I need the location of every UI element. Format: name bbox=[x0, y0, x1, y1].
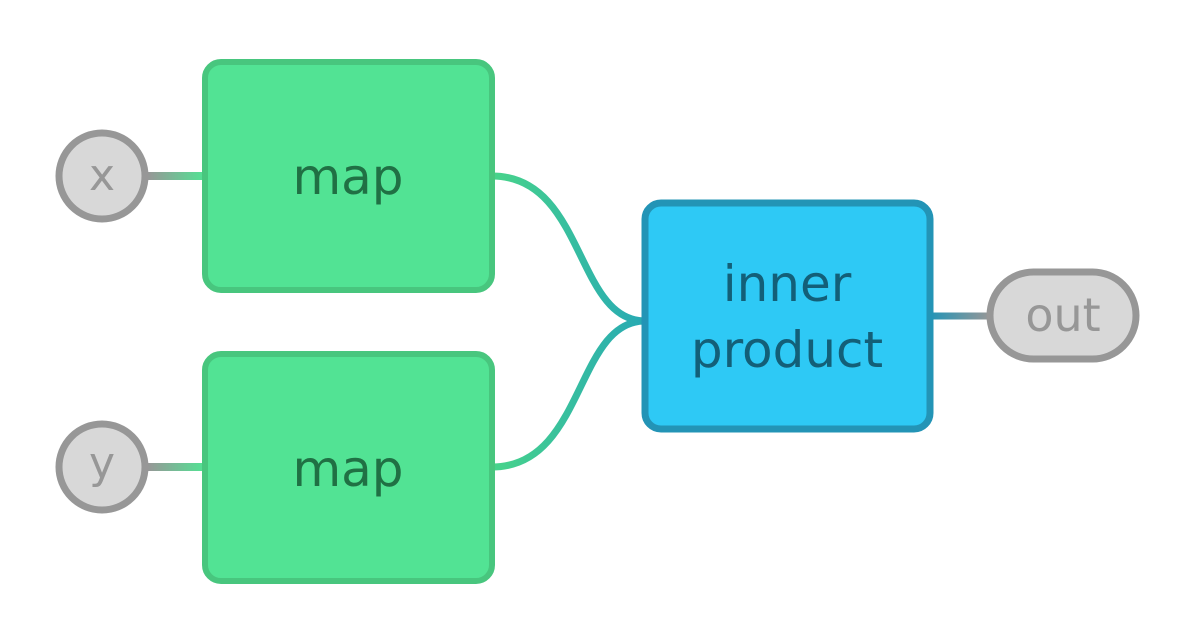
output-label: out bbox=[1025, 288, 1100, 342]
map-bottom-label: map bbox=[292, 440, 403, 498]
output-node-out: out bbox=[986, 268, 1140, 363]
edge-map-bottom-to-product bbox=[491, 317, 646, 471]
input-y-label: y bbox=[89, 438, 115, 489]
map-top-label: map bbox=[292, 148, 403, 206]
input-x-label: x bbox=[89, 150, 115, 201]
inner-product-label-line1: inner bbox=[723, 255, 852, 313]
inner-product-node: inner product bbox=[641, 199, 934, 433]
edge-map-top-to-product bbox=[491, 172, 646, 325]
connectors bbox=[148, 172, 990, 471]
input-node-x: x bbox=[55, 129, 149, 223]
inner-product-label-line2: product bbox=[691, 321, 883, 379]
map-node-bottom: map bbox=[202, 351, 495, 584]
map-node-top: map bbox=[202, 59, 495, 293]
input-node-y: y bbox=[55, 420, 149, 514]
